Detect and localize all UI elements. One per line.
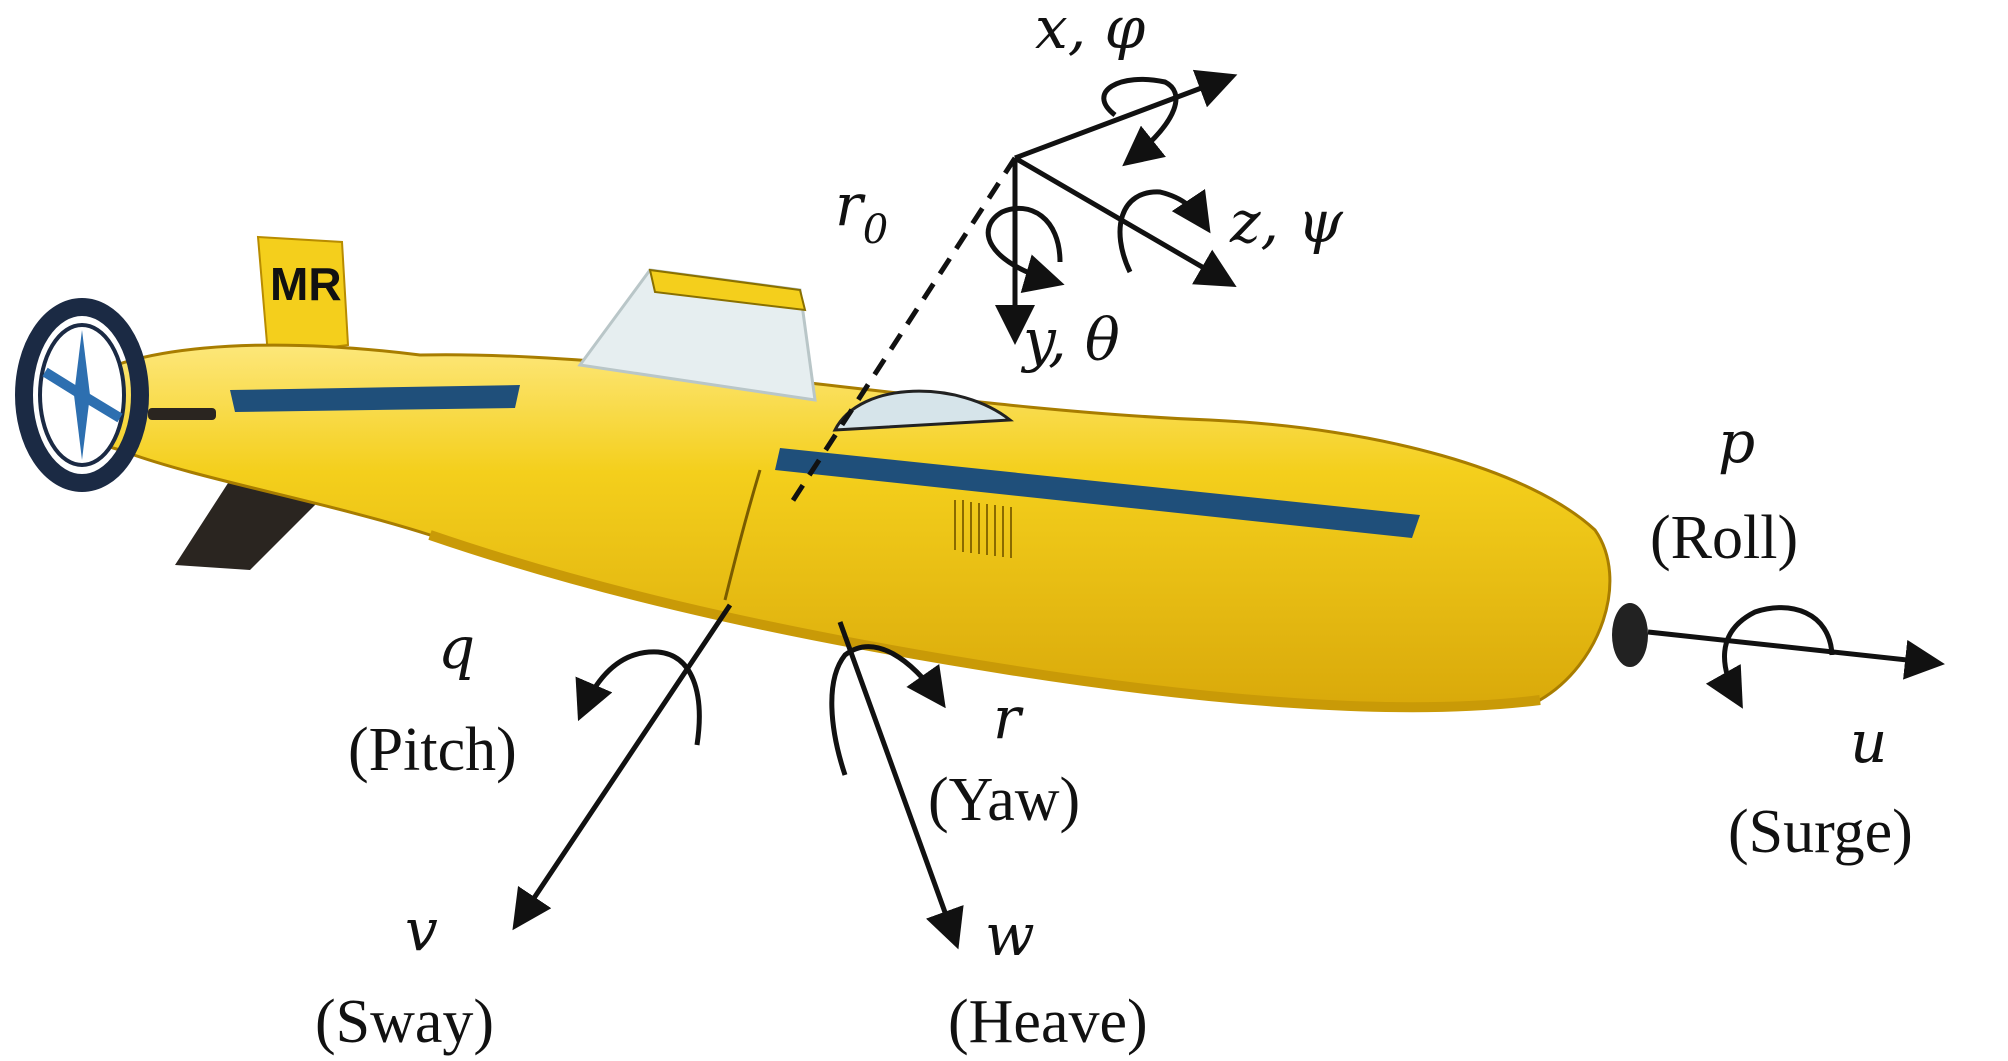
yaw-symbol: r (993, 684, 1024, 752)
fin-lettering: MR (270, 258, 342, 310)
x-axis-label: x, φ (1035, 0, 1146, 62)
r0-label: r0 (835, 171, 888, 253)
theta-rotation-arrow-icon (988, 208, 1060, 282)
sway-axis-arrow (518, 605, 730, 922)
yaw-name: (Yaw) (928, 766, 1080, 834)
tail-slot (148, 408, 216, 420)
auv-illustration-icon: MR (66, 237, 1648, 708)
roll-symbol: p (1718, 408, 1755, 476)
heave-name: (Heave) (948, 988, 1148, 1056)
y-axis-label: y, θ (1020, 306, 1120, 374)
ducted-propeller-icon (24, 307, 140, 483)
sway-name: (Sway) (315, 988, 494, 1056)
surge-axis-arrow (1648, 632, 1935, 663)
surge-name: (Surge) (1728, 798, 1913, 866)
sway-symbol: v (405, 896, 438, 964)
heave-symbol: w (985, 901, 1035, 969)
pitch-rotation-arrow-icon (582, 652, 699, 745)
surge-symbol: u (1850, 708, 1887, 776)
roll-name: (Roll) (1650, 504, 1798, 572)
x-axis-arrow (1015, 78, 1228, 158)
nose-sensor (1612, 603, 1648, 667)
roll-rotation-arrow-icon (1725, 608, 1832, 700)
z-axis-label: z, ψ (1229, 188, 1343, 256)
pitch-name: (Pitch) (348, 716, 517, 784)
pitch-symbol: q (438, 614, 475, 682)
